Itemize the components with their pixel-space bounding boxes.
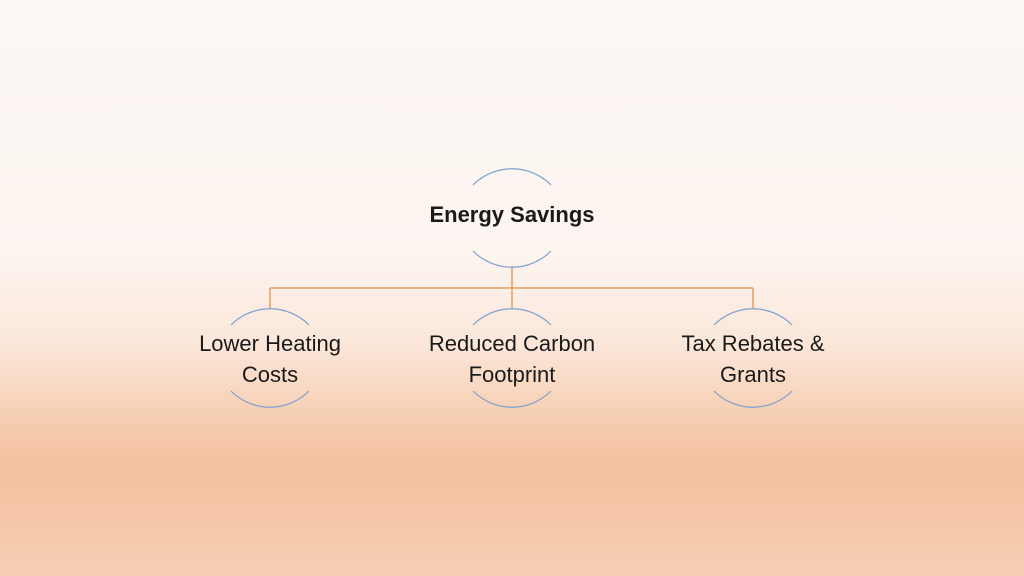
child-node-reduced-carbon-footprint: Reduced Carbon Footprint <box>402 328 622 390</box>
child-node-lower-heating-costs: Lower Heating Costs <box>160 328 380 390</box>
root-node-label: Energy Savings <box>429 202 595 227</box>
child-node-line: Reduced Carbon <box>428 331 596 356</box>
child-2-bottom-arc <box>713 390 793 408</box>
child-0-top-arc <box>230 308 310 326</box>
child-node-line: Footprint <box>468 362 556 387</box>
child-1-top-arc <box>472 308 552 326</box>
child-node-line: Tax Rebates & <box>681 331 825 356</box>
root-top-arc <box>472 168 552 186</box>
child-0-bottom-arc <box>230 390 310 408</box>
root-bottom-arc <box>472 250 552 268</box>
child-node-tax-rebates-grants: Tax Rebates & Grants <box>643 328 863 390</box>
child-1-bottom-arc <box>472 390 552 408</box>
child-2-top-arc <box>713 308 793 326</box>
child-node-line: Grants <box>719 362 787 387</box>
child-node-line: Costs <box>241 362 299 387</box>
child-node-line: Lower Heating <box>199 331 341 356</box>
